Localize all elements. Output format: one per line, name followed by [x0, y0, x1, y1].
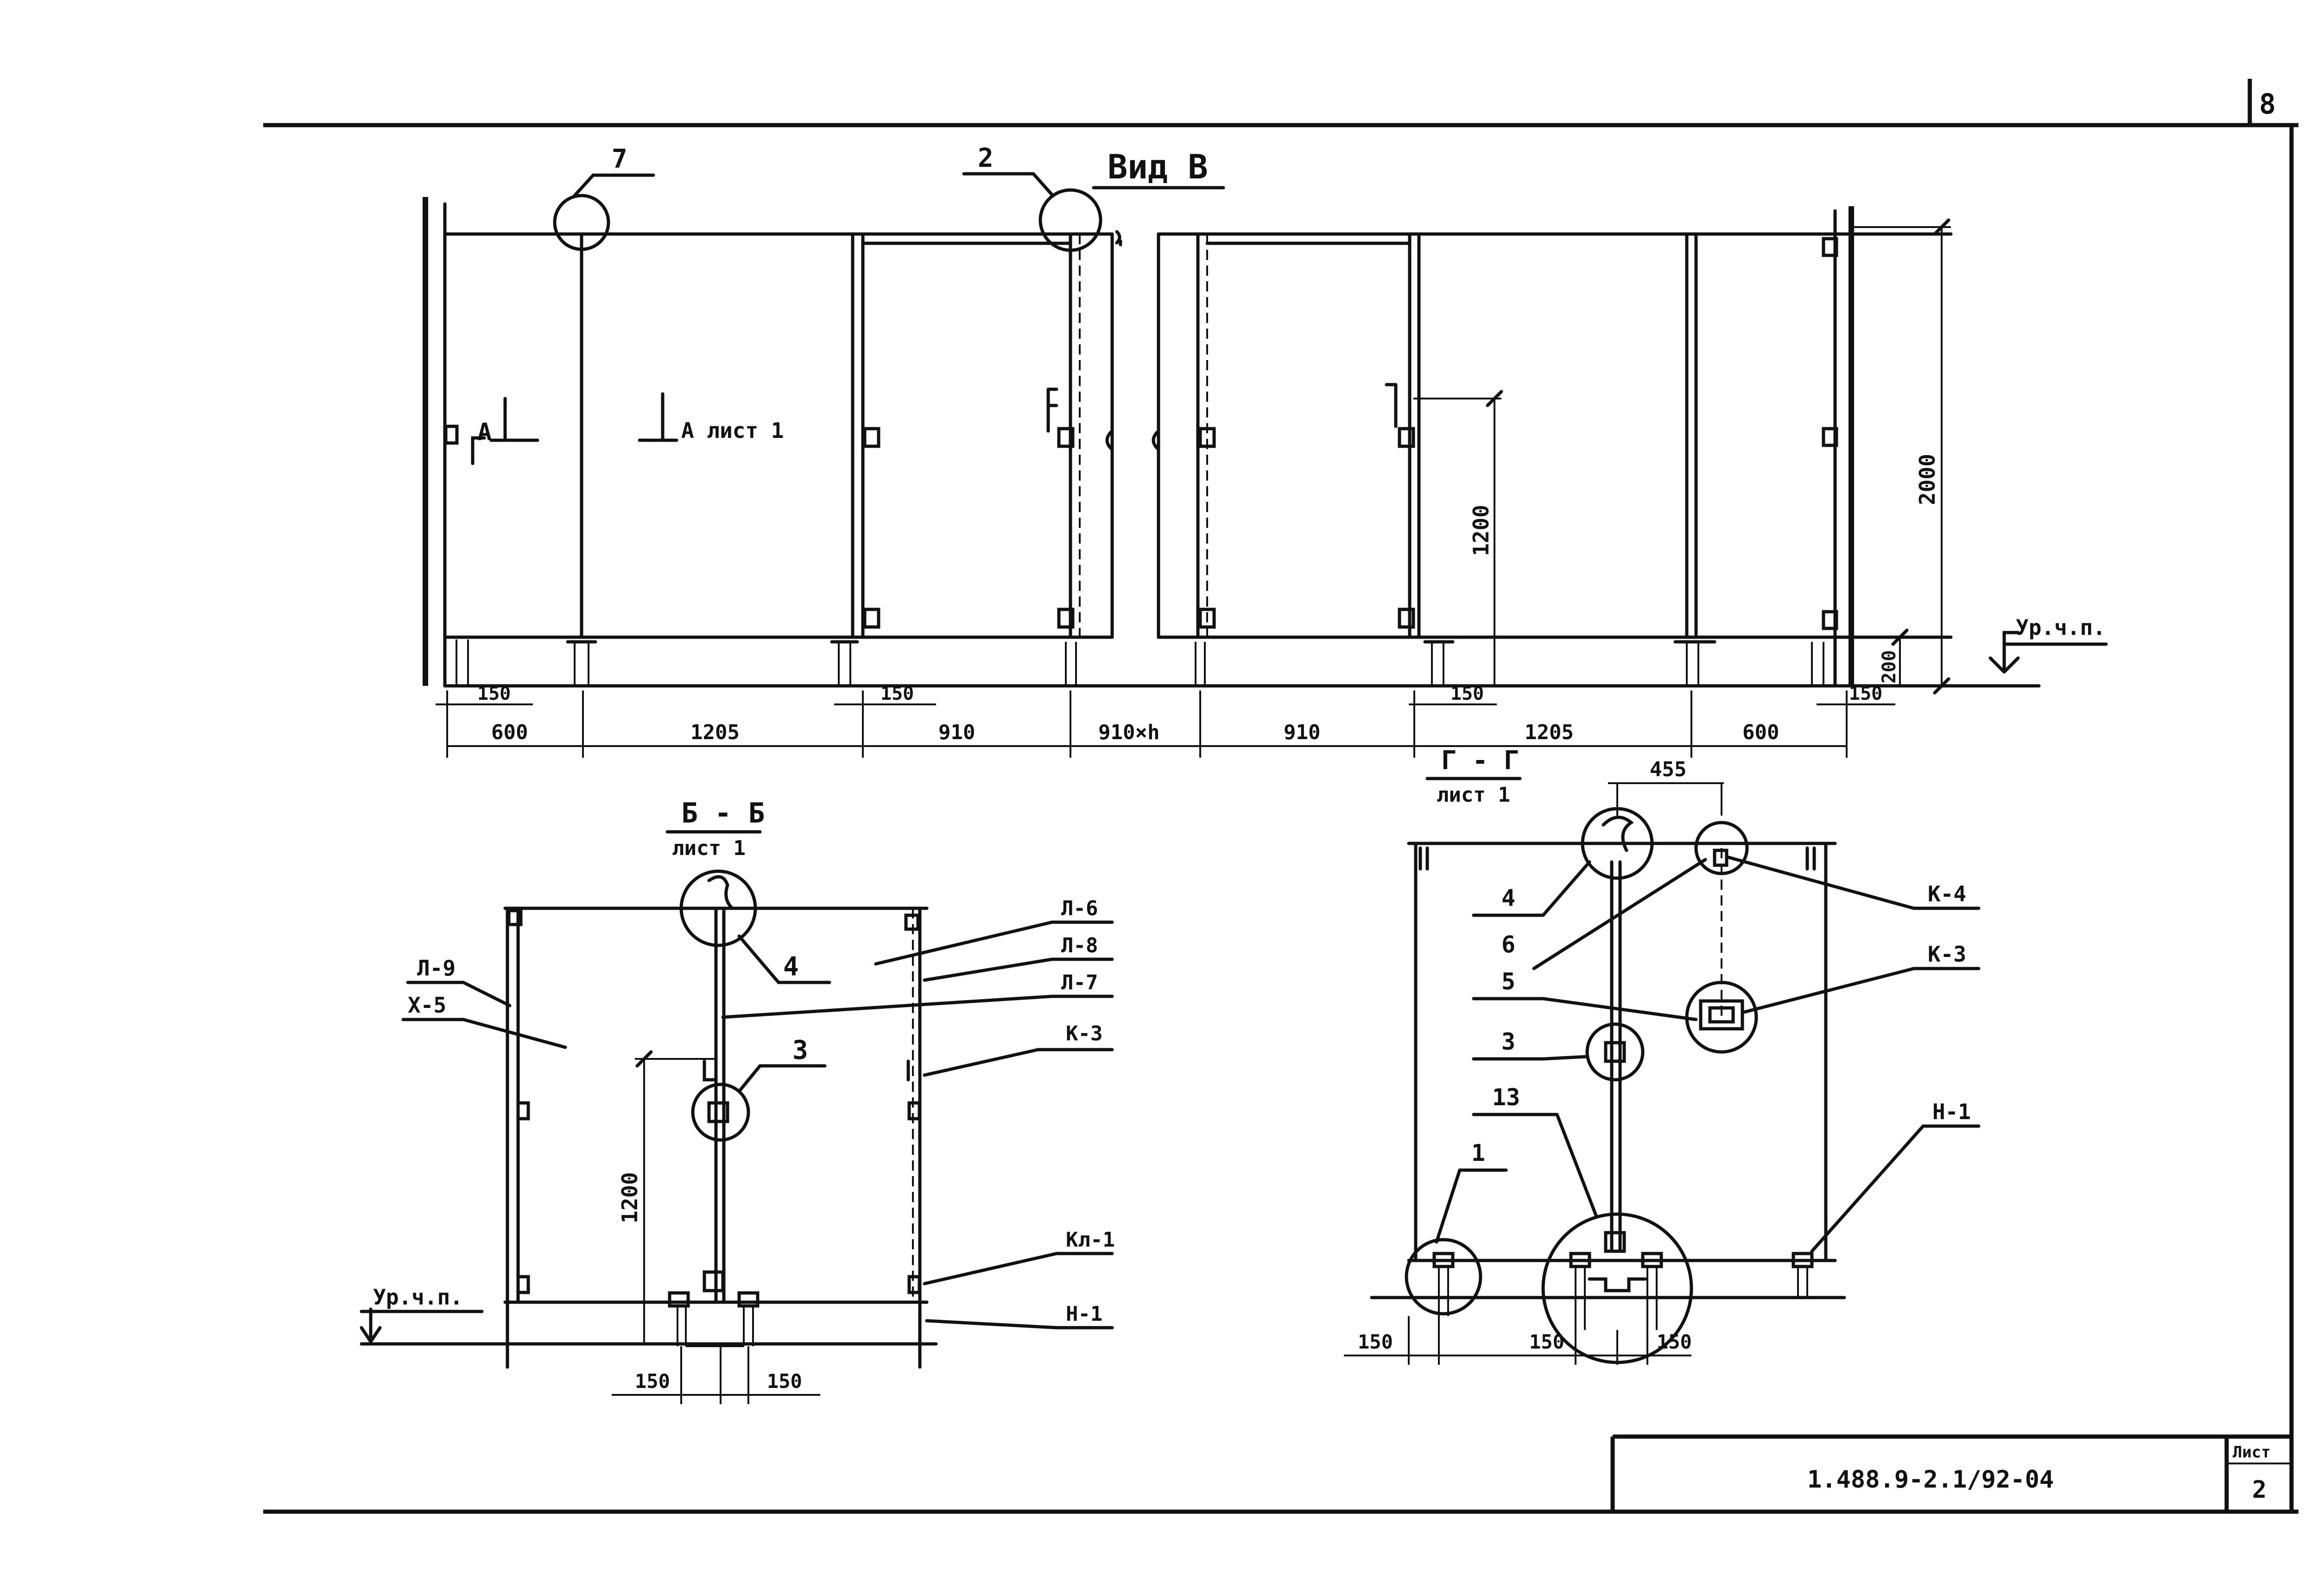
gg-label-1: 1: [1471, 1140, 1485, 1166]
section-a-left: А: [477, 418, 492, 446]
section-bb: Б - Б лист 1 4 3 12: [360, 797, 1115, 1404]
dim-small-1: 150: [477, 683, 511, 704]
bb-label-kl1: Кл-1: [1066, 1228, 1115, 1252]
sheet-corner-number: 8: [2259, 88, 2276, 120]
dim-small-4: 150: [1849, 683, 1882, 704]
dim-base-200: 200: [1879, 650, 1900, 684]
bb-label-x5: Х-5: [408, 993, 446, 1018]
bb-dim-bottom-1: 150: [635, 1370, 670, 1393]
section-gg-subtitle: лист 1: [1437, 783, 1510, 807]
gg-label-4: 4: [1501, 885, 1515, 912]
dim-bottom-6: 1205: [1525, 721, 1574, 744]
support-feet: [456, 640, 1824, 686]
title-block: 1.488.9-2.1/92-04 Лист 2: [1610, 1434, 2292, 1512]
floor-level-view-b: Ур.ч.п.: [2016, 615, 2106, 640]
gg-circle-4: [1581, 807, 1654, 880]
gg-circle-k4: [1694, 821, 1749, 875]
sheet-number: 2: [2252, 1476, 2266, 1504]
dim-height-2000: 2000: [1915, 454, 1940, 505]
bb-label-l8: Л-8: [1061, 934, 1098, 957]
dim-bottom-5: 910: [1284, 721, 1320, 744]
gg-label-6: 6: [1501, 931, 1515, 958]
bb-callout-3: 3: [792, 1035, 808, 1065]
section-gg: Г - Г лист 1 455: [1344, 746, 1981, 1365]
floor-level-bb: Ур.ч.п.: [373, 1285, 463, 1310]
bb-callout-4: 4: [783, 952, 799, 982]
callout-circle-4-bb: [679, 869, 757, 947]
bb-label-n1: Н-1: [1066, 1302, 1102, 1326]
dim-door-1200: 1200: [1469, 505, 1494, 556]
dim-bottom-7: 600: [1742, 721, 1779, 744]
callout-circle-3-bb: [691, 1083, 750, 1142]
dim-bottom-3: 910: [938, 721, 975, 744]
bb-label-l9: Л-9: [417, 956, 456, 981]
gg-label-13: 13: [1492, 1084, 1520, 1111]
gg-dim-bottom-3: 150: [1657, 1330, 1692, 1353]
gg-label-n1: Н-1: [1932, 1099, 1971, 1124]
callout-2: 2: [978, 143, 994, 173]
gg-label-5: 5: [1501, 968, 1515, 995]
sheet-label: Лист: [2233, 1443, 2271, 1462]
gg-label-k4: К-4: [1928, 881, 1966, 906]
bb-label-l7: Л-7: [1061, 971, 1098, 994]
section-bb-subtitle: лист 1: [672, 836, 746, 860]
bb-dim-bottom-2: 150: [767, 1370, 802, 1393]
section-bb-title: Б - Б: [681, 797, 765, 830]
bb-dim-door-1200: 1200: [617, 1172, 642, 1223]
view-b: Вид В: [423, 143, 2108, 758]
callout-7: 7: [612, 144, 627, 174]
dim-bottom-1: 600: [491, 721, 528, 744]
gg-circle-3: [1585, 1022, 1645, 1082]
dim-bottom-2: 1205: [690, 721, 740, 744]
callout-circle-7: [553, 194, 610, 251]
gg-dim-top-455: 455: [1650, 758, 1686, 781]
gg-label-3: 3: [1501, 1028, 1515, 1055]
bb-label-k3: К-3: [1066, 1022, 1102, 1045]
gg-dim-bottom-2: 150: [1529, 1330, 1564, 1353]
drawing-code: 1.488.9-2.1/92-04: [1807, 1466, 2054, 1494]
callout-circle-2: [1038, 188, 1102, 252]
dim-small-3: 150: [1450, 683, 1484, 704]
gg-label-k3: К-3: [1928, 942, 1966, 967]
bb-label-l6: Л-6: [1061, 897, 1098, 920]
gg-circle-1: [1405, 1238, 1482, 1316]
sheet-frame: 8: [263, 79, 2298, 1514]
dim-bottom-4: 910×h: [1098, 721, 1159, 744]
section-a-right: А лист 1: [681, 418, 784, 443]
view-b-title: Вид В: [1108, 147, 1208, 186]
gg-dim-bottom-1: 150: [1358, 1330, 1393, 1353]
section-gg-title: Г - Г: [1441, 746, 1519, 776]
dim-small-2: 150: [880, 683, 914, 704]
